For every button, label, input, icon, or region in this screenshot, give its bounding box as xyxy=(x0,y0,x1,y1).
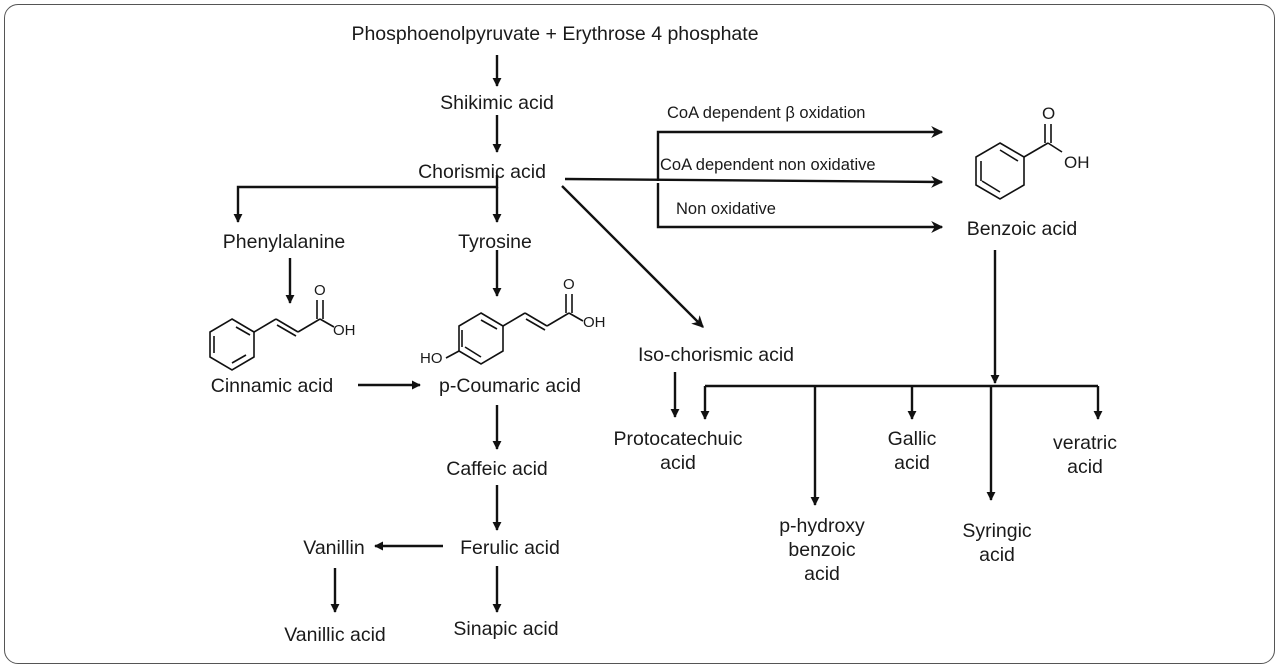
node-phydroxy-benzoic-acid: p-hydroxy benzoic acid xyxy=(779,515,865,585)
benzoic-atom-o: O xyxy=(1042,104,1056,123)
node-sinapic-acid: Sinapic acid xyxy=(453,618,559,640)
node-pcoumaric-acid: p-Coumaric acid xyxy=(439,375,581,397)
label-coa-beta-oxidation: CoA dependent β oxidation xyxy=(667,104,866,122)
pcoumaric-atom-ho: HO xyxy=(420,350,443,367)
arrow-non-oxidative xyxy=(656,183,944,233)
node-gallic-acid: Gallic acid xyxy=(887,428,937,474)
arrow-beta-oxidation xyxy=(656,126,944,181)
node-chorismic-acid: Chorismic acid xyxy=(418,161,546,183)
node-veratric-acid: veratric acid xyxy=(1053,432,1117,478)
node-cinnamic-acid: Cinnamic acid xyxy=(210,375,334,397)
node-shikimic-acid: Shikimic acid xyxy=(440,92,554,114)
node-protocatechuic-acid: Protocatechuic acid xyxy=(613,428,743,474)
node-vanillic-acid: Vanillic acid xyxy=(284,624,386,646)
arrow-coa-non-oxidative xyxy=(564,175,944,188)
pcoumaric-atom-o: O xyxy=(563,276,575,293)
arrow-chorismic-to-phenylalanine xyxy=(233,175,499,223)
node-vanillin: Vanillin xyxy=(303,537,365,559)
pcoumaric-atom-oh: OH xyxy=(583,314,606,331)
node-isochorismic-acid: Iso-chorismic acid xyxy=(637,344,795,366)
cinnamic-acid-structure xyxy=(209,300,335,371)
label-non-oxidative: Non oxidative xyxy=(676,200,776,218)
arrow-chorismic-to-isochorismic xyxy=(561,185,704,328)
node-phenylalanine: Phenylalanine xyxy=(222,231,346,253)
benzoic-atom-oh: OH xyxy=(1064,153,1090,172)
benzoic-acid-structure xyxy=(975,124,1063,200)
node-ferulic-acid: Ferulic acid xyxy=(460,537,560,559)
cinnamic-atom-oh: OH xyxy=(333,322,356,339)
cinnamic-atom-o: O xyxy=(314,282,326,299)
node-syringic-acid: Syringic acid xyxy=(962,520,1032,566)
label-coa-non-oxidative: CoA dependent non oxidative xyxy=(660,156,876,174)
node-pep: Phosphoenolpyruvate + Erythrose 4 phosph… xyxy=(351,23,759,45)
node-benzoic-acid: Benzoic acid xyxy=(966,218,1078,240)
pcoumaric-acid-structure xyxy=(445,294,584,365)
node-caffeic-acid: Caffeic acid xyxy=(446,458,548,480)
node-tyrosine: Tyrosine xyxy=(458,231,532,253)
pathway-diagram xyxy=(209,55,1103,613)
